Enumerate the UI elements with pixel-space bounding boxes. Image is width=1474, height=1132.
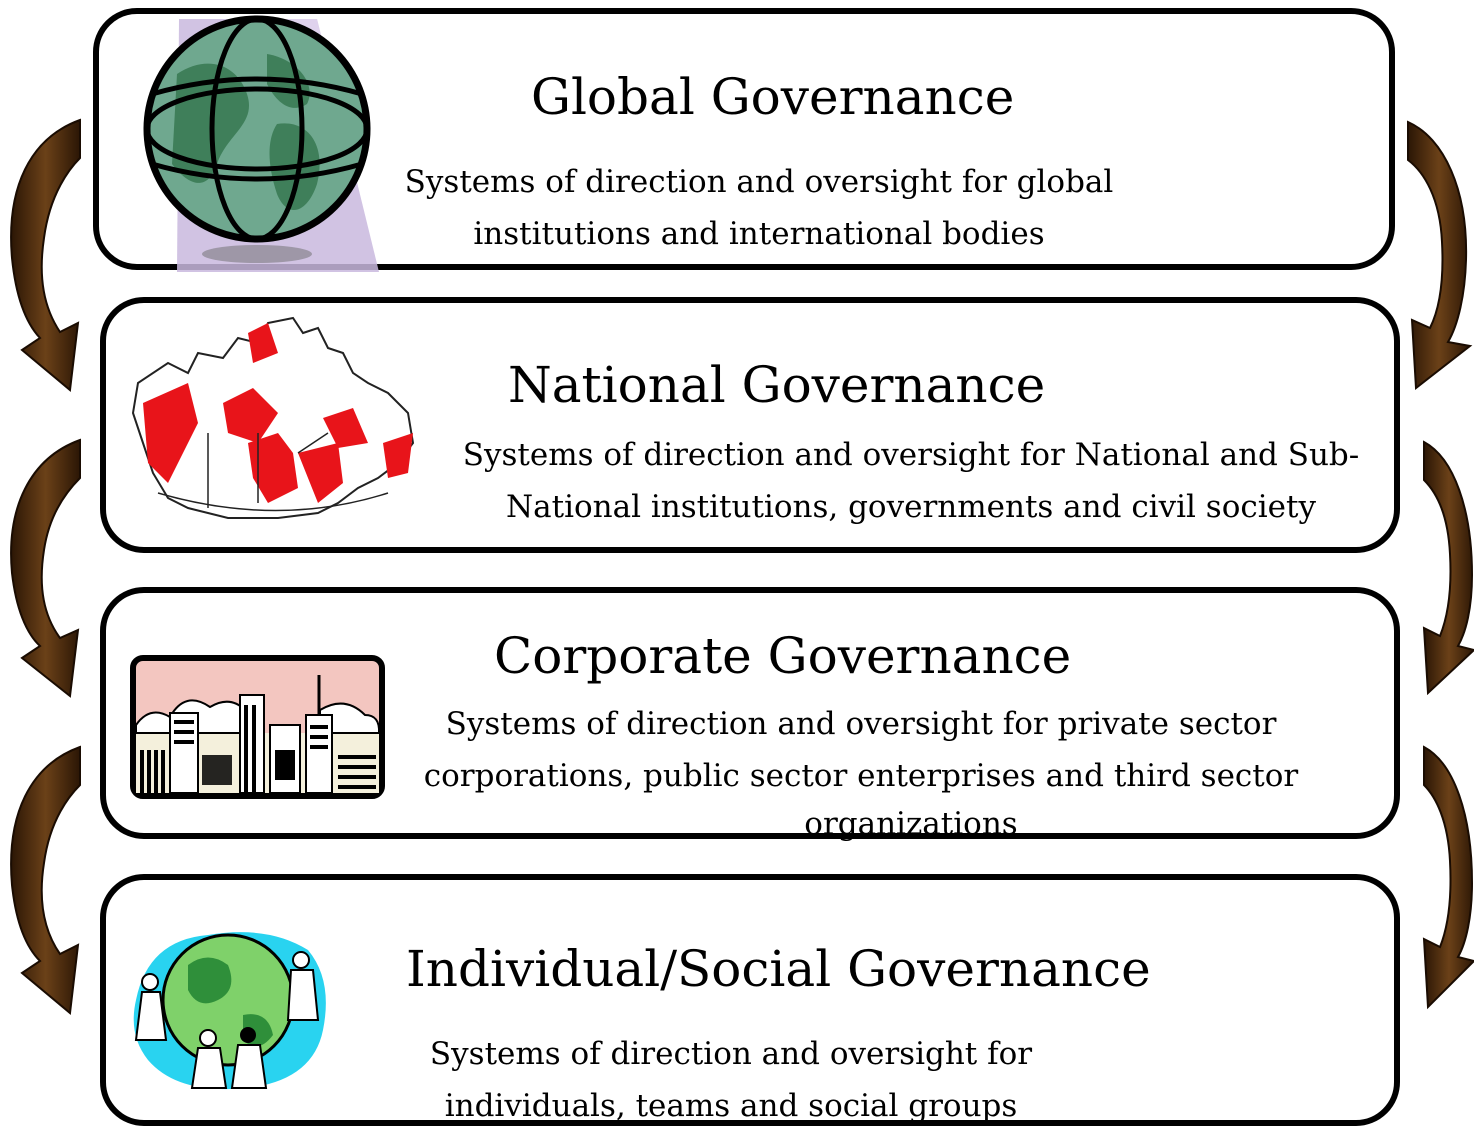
description-line: National institutions, governments and c…: [506, 489, 1316, 525]
canada-map-icon: [131, 316, 415, 519]
level-description: Systems of direction and oversight for p…: [411, 698, 1311, 846]
level-box-national: National Governance Systems of direction…: [100, 297, 1400, 553]
level-description: Systems of direction and oversight for N…: [451, 429, 1371, 533]
globe-icon: [143, 15, 379, 272]
description-line: institutions and international bodies: [473, 216, 1045, 252]
city-skyline-icon: [130, 655, 385, 799]
right-curved-arrow-1: [1407, 120, 1473, 390]
left-curved-arrow-3: [10, 745, 81, 1015]
right-curved-arrow-3: [1422, 745, 1474, 1010]
level-title: Individual/Social Governance: [406, 940, 1151, 998]
level-box-global: Global Governance Systems of direction a…: [93, 8, 1395, 272]
description-line: Systems of direction and oversight for g…: [404, 164, 1114, 200]
level-box-individual-social: Individual/Social Governance Systems of …: [100, 874, 1400, 1126]
right-curved-arrow-2: [1422, 440, 1474, 695]
level-title: Corporate Governance: [494, 627, 1072, 685]
level-description: Systems of direction and oversight for i…: [401, 1028, 1061, 1132]
left-curved-arrow-2: [10, 438, 81, 698]
description-line: Systems of direction and oversight for: [429, 1036, 1033, 1072]
people-around-globe-icon: [133, 932, 326, 1090]
description-line: individuals, teams and social groups: [444, 1088, 1018, 1124]
description-line: Systems of direction and oversight for p…: [445, 706, 1277, 742]
description-line: Systems of direction and oversight for N…: [462, 437, 1360, 473]
level-title: National Governance: [508, 356, 1046, 414]
description-line: corporations, public sector enterprises …: [423, 758, 1299, 794]
left-curved-arrow-1: [10, 118, 81, 392]
level-title: Global Governance: [531, 68, 1015, 126]
level-box-corporate: Corporate Governance Systems of directio…: [100, 587, 1400, 842]
level-description: Systems of direction and oversight for g…: [399, 156, 1119, 260]
description-line: organizations: [804, 806, 1018, 842]
